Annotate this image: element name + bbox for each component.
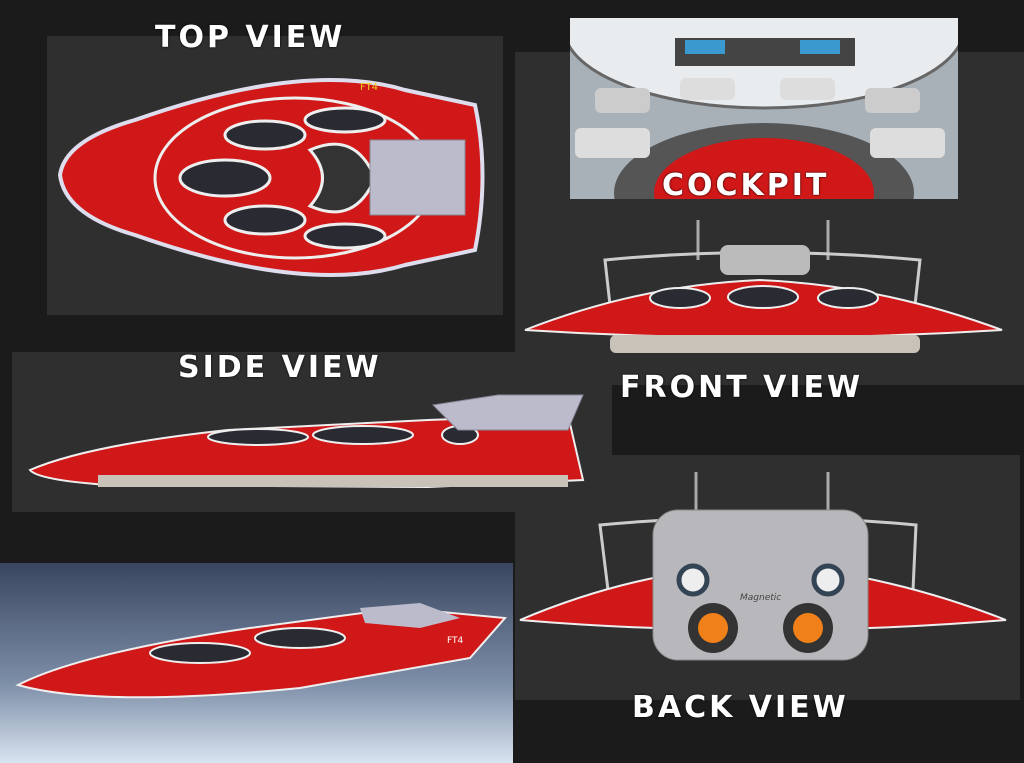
side-view-label: SIDE VIEW: [178, 350, 382, 385]
side-view-ship: [28, 394, 585, 489]
front-view-label: FRONT VIEW: [620, 370, 864, 405]
top-view-ship: FT4: [57, 78, 485, 277]
back-view-label: BACK VIEW: [632, 690, 849, 725]
flight-scene-image: FT4: [0, 563, 513, 763]
back-view-ship: Magnetic: [519, 472, 1007, 661]
cockpit-image: [570, 18, 958, 199]
hull-code-top: FT4: [360, 82, 378, 93]
front-view-ship: [524, 220, 1003, 353]
top-view-label: TOP VIEW: [155, 20, 346, 55]
magnetic-badge: Magnetic: [740, 593, 781, 603]
cockpit-label: COCKPIT: [662, 168, 830, 203]
hull-code-scene: FT4: [447, 636, 464, 646]
